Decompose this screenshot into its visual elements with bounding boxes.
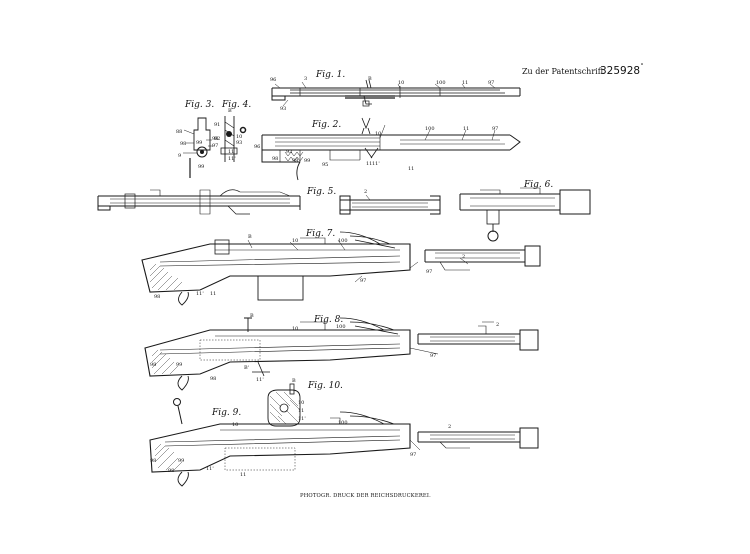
svg-text:10: 10 [232,422,238,428]
svg-text:97: 97 [426,269,432,275]
svg-text:3: 3 [304,76,307,82]
svg-text:2: 2 [448,424,451,430]
figure-3: Fig. 3. 88 98 99 9 98 97 99 [176,100,218,178]
figure-9-label: Fig. 9. [211,408,241,418]
svg-text:100: 100 [336,324,346,330]
svg-text:98: 98 [150,458,156,464]
svg-text:93: 93 [286,149,292,155]
svg-text:91: 91 [214,122,220,128]
figure-2-label: Fig. 2. [311,120,341,130]
svg-text:98: 98 [154,294,160,300]
figure-5-label: Fig. 5. [306,187,336,197]
svg-text:2: 2 [496,322,499,328]
svg-text:11: 11 [366,161,372,167]
svg-text:99: 99 [178,458,184,464]
figure-9: Fig. 9. 10 100 2 98 99 98 11' 11 97 [149,398,539,487]
svg-text:10: 10 [298,400,304,406]
figure-6-label: Fig. 6. [523,180,553,190]
svg-text:97: 97 [492,126,498,132]
svg-text:93: 93 [280,106,286,112]
svg-text:99: 99 [196,140,202,146]
svg-text:10: 10 [398,80,404,86]
svg-text:10: 10 [236,134,242,140]
svg-text:99: 99 [304,158,310,164]
figure-5: Fig. 5. 2 [97,187,441,215]
figure-10: Fig. 10. B 10 11 11' [267,378,343,427]
svg-text:96: 96 [270,77,276,83]
svg-text:96: 96 [254,144,260,150]
svg-text:B: B [228,108,232,114]
figure-8-label: Fig. 8. [313,315,343,325]
svg-text:93: 93 [236,140,242,146]
svg-text:100: 100 [338,420,348,426]
svg-text:98: 98 [272,156,278,162]
figure-4: Fig. 4. B 91 92 10 93 11 11' [214,100,251,162]
header-prefix: Zu der Patentschrift [522,67,605,76]
svg-text:97: 97 [212,143,218,149]
figure-7-label: Fig. 7. [305,229,335,239]
figure-4-label: Fig. 4. [221,100,251,110]
svg-text:95: 95 [322,162,328,168]
figure-8: Fig. 8. B 10 100 2 98 99 98 11' B' 97 [144,313,539,391]
svg-text:11: 11 [210,291,216,297]
svg-text:2: 2 [462,254,465,260]
figure-6: Fig. 6. [459,180,591,242]
svg-text:97: 97 [488,80,494,86]
svg-text:11': 11' [196,291,204,297]
svg-text:10: 10 [292,238,298,244]
figure-3-label: Fig. 3. [184,100,214,110]
svg-text:11: 11 [463,126,469,132]
svg-text:B': B' [244,365,249,371]
svg-text:97: 97 [430,353,436,359]
svg-text:98: 98 [168,468,174,474]
svg-text:9: 9 [178,153,181,159]
svg-text:100: 100 [338,238,348,244]
svg-text:11: 11 [228,149,234,155]
patent-number: 325928 [600,65,640,77]
svg-text:99: 99 [176,362,182,368]
svg-text:10: 10 [292,326,298,332]
svg-text:B: B [292,378,296,384]
svg-text:10: 10 [375,131,381,137]
svg-text:98: 98 [180,141,186,147]
svg-text:97: 97 [360,278,366,284]
printer-footer: PHOTOGR. DRUCK DER REICHSDRUCKEREI. [300,493,431,499]
svg-text:B: B [368,76,372,82]
svg-text:11': 11' [206,466,214,472]
svg-text:98: 98 [210,376,216,382]
svg-text:92: 92 [214,136,220,142]
svg-text:11': 11' [298,416,306,422]
svg-text:11: 11 [462,80,468,86]
figure-1-label: Fig. 1. [315,70,345,80]
svg-text:B: B [248,234,252,240]
svg-text:11: 11 [408,166,414,172]
svg-text:98: 98 [150,362,156,368]
svg-text:B: B [250,313,254,319]
svg-text:11: 11 [298,408,304,414]
svg-text:11': 11' [228,156,236,162]
svg-text:88: 88 [176,129,182,135]
svg-text:98: 98 [212,136,218,142]
figure-1: Fig. 1. 96 3 93 B 100 11 97 10 [270,70,521,112]
svg-text:99: 99 [198,164,204,170]
patent-header: Zu der Patentschrift 325928 [522,63,643,77]
svg-text:11': 11' [372,161,380,167]
svg-text:97: 97 [410,452,416,458]
svg-text:11: 11 [240,472,246,478]
figure-2: Fig. 2. 100 11 97 96 10 93 95 98 98 99 1… [254,117,521,181]
figure-7: Fig. 7. B 10 100 2 98 11' 11 97 97 [141,229,541,306]
svg-text:11': 11' [256,377,264,383]
svg-text:100: 100 [425,126,435,132]
svg-text:2: 2 [364,189,367,195]
svg-text:98: 98 [292,158,298,164]
svg-text:100: 100 [436,80,446,86]
figure-10-label: Fig. 10. [307,381,343,391]
